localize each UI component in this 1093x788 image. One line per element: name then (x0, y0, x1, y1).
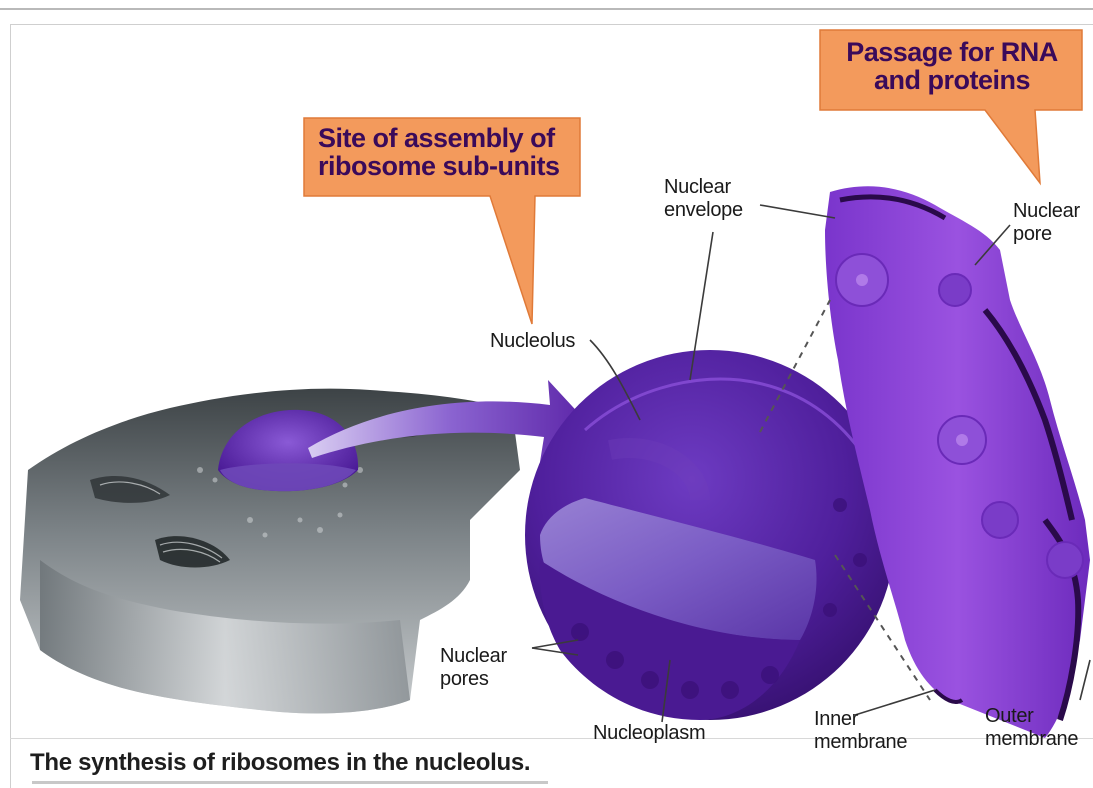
label-inner-membrane-line2: membrane (814, 731, 907, 754)
label-nucleolus: Nucleolus (490, 330, 575, 353)
label-outer-membrane-line1: Outer (985, 705, 1078, 728)
nucleus-sphere (525, 350, 895, 720)
label-nuclear-pores-line1: Nuclear (440, 645, 507, 668)
callout-assembly-line1: Site of assembly of (318, 124, 560, 152)
label-nucleoplasm: Nucleoplasm (593, 722, 705, 745)
label-outer-membrane: Outer membrane (985, 705, 1078, 751)
label-nuclear-envelope-line2: envelope (664, 199, 743, 222)
callout-passage: Passage for RNA and proteins (842, 38, 1062, 94)
membrane-slab (825, 186, 1090, 738)
callout-passage-line1: Passage for RNA (842, 38, 1062, 66)
callout-assembly: Site of assembly of ribosome sub-units (318, 124, 560, 180)
label-nuclear-pores: Nuclear pores (440, 645, 507, 691)
callout-passage-line2: and proteins (842, 66, 1062, 94)
label-nuclear-pore: Nuclear pore (1013, 200, 1080, 246)
label-nuclear-pores-line2: pores (440, 668, 507, 691)
label-nuclear-envelope: Nuclear envelope (664, 176, 743, 222)
callout-assembly-line2: ribosome sub-units (318, 152, 560, 180)
label-inner-membrane-line1: Inner (814, 708, 907, 731)
label-inner-membrane: Inner membrane (814, 708, 907, 754)
figure-caption: The synthesis of ribosomes in the nucleo… (30, 749, 530, 777)
label-nuclear-pore-line1: Nuclear (1013, 200, 1080, 223)
label-nuclear-pore-line2: pore (1013, 223, 1080, 246)
caption-underline (32, 781, 548, 784)
label-outer-membrane-line2: membrane (985, 728, 1078, 751)
label-nuclear-envelope-line1: Nuclear (664, 176, 743, 199)
